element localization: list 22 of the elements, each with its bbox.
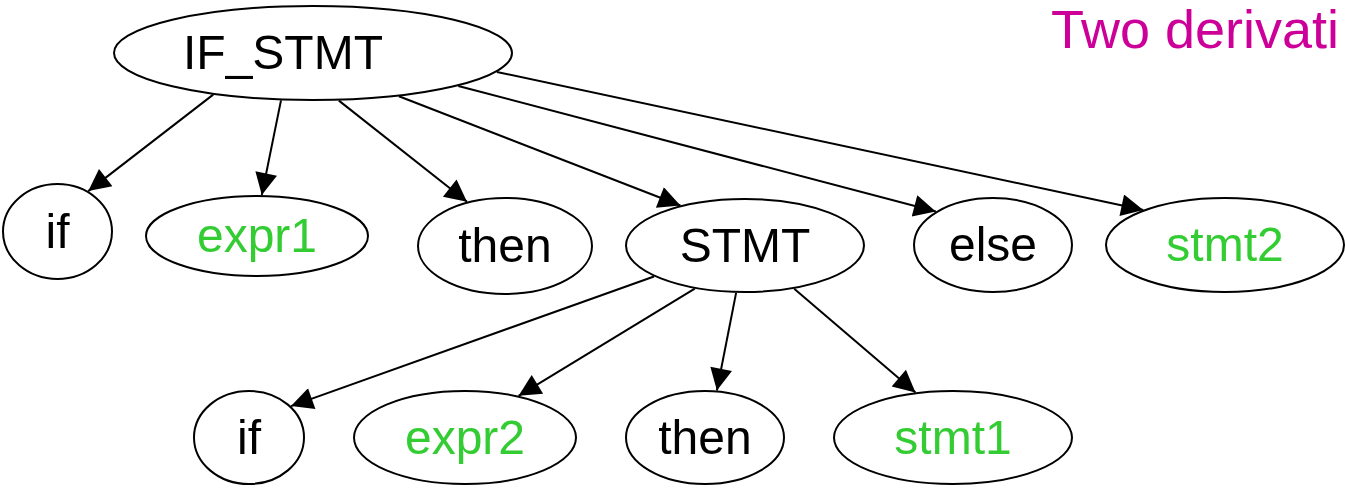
arrow: [290, 275, 655, 410]
arrow: [87, 93, 215, 193]
arrow: [710, 291, 738, 392]
node-label: IF_STMT: [183, 29, 383, 77]
node-label: expr2: [404, 413, 526, 462]
node-label: expr1: [196, 212, 318, 260]
arrow: [517, 287, 696, 397]
arrow: [337, 99, 468, 203]
arrow: [495, 70, 1145, 217]
node-label: then: [658, 413, 752, 462]
node-label: stmt1: [894, 413, 1012, 462]
node-label: stmt2: [1166, 221, 1284, 269]
title: Two derivati: [1050, 0, 1339, 60]
arrow: [255, 99, 282, 196]
node-label: if: [237, 413, 261, 462]
node-label: then: [458, 222, 552, 270]
node-label: if: [45, 207, 70, 256]
arrow: [793, 287, 917, 394]
arrow: [457, 85, 937, 217]
node-label: STMT: [679, 221, 811, 270]
node-label: else: [948, 221, 1038, 269]
arrow: [397, 95, 682, 208]
